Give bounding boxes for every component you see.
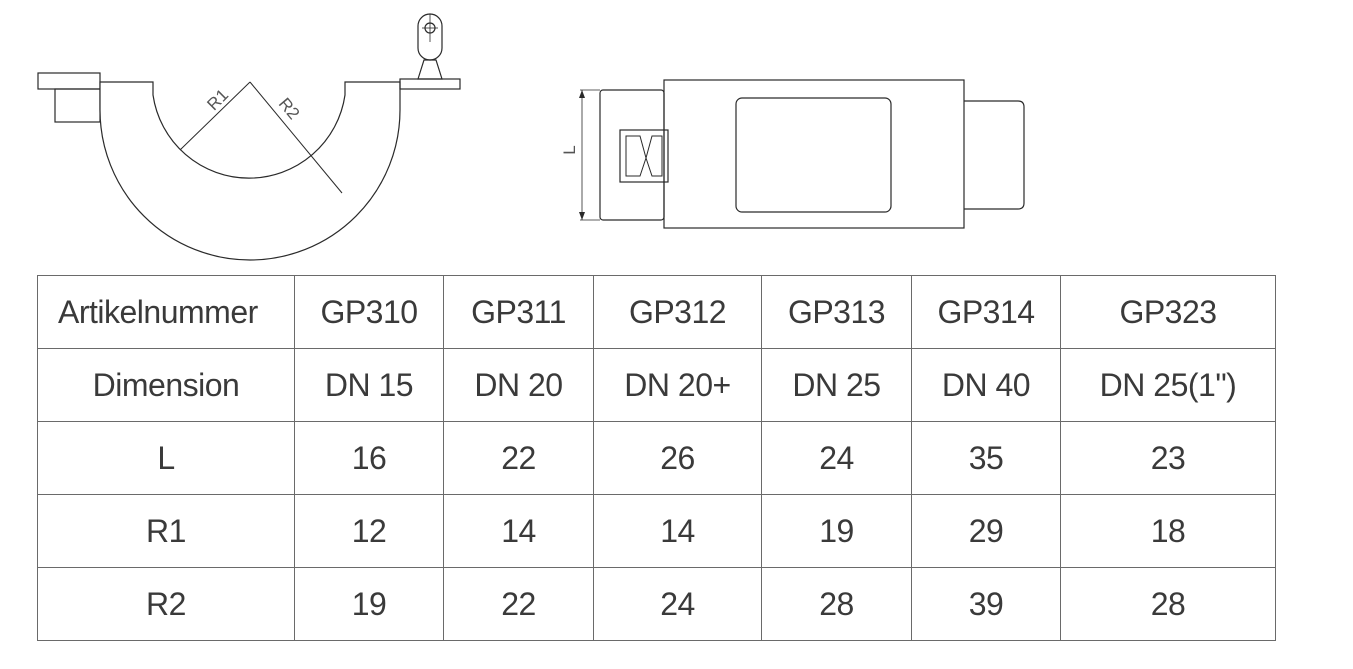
table-cell: 19: [761, 494, 912, 568]
row-label: R1: [37, 494, 295, 568]
header-cell: GP310: [294, 275, 444, 349]
table-cell: 39: [911, 567, 1061, 641]
table-cell: DN 20: [443, 348, 594, 422]
dimension-table: Artikelnummer GP310 GP311 GP312 GP313 GP…: [37, 275, 1276, 641]
right-flange: [399, 78, 461, 90]
table-cell: 28: [761, 567, 912, 641]
table-row: Dimension DN 15 DN 20 DN 20+ DN 25 DN 40…: [37, 348, 1276, 422]
table-cell: DN 25(1"): [1060, 348, 1276, 422]
table-cell: DN 25: [761, 348, 912, 422]
header-cell: GP323: [1060, 275, 1276, 349]
table-cell: 14: [443, 494, 594, 568]
end-block: [599, 89, 665, 221]
r1-label: R1: [203, 85, 232, 114]
table-cell: 28: [1060, 567, 1276, 641]
right-tab: [964, 100, 1025, 210]
r1-dimension-line: [179, 81, 251, 151]
table-cell: 22: [443, 421, 594, 495]
table-header-row: Artikelnummer GP310 GP311 GP312 GP313 GP…: [37, 275, 1276, 349]
side-view-drawing: [37, 13, 461, 261]
header-cell: GP312: [593, 275, 762, 349]
hinge-base: [417, 59, 443, 80]
r2-dimension-line: [249, 81, 343, 194]
table-cell: 26: [593, 421, 762, 495]
row-label: Dimension: [37, 348, 295, 422]
table-cell: 12: [294, 494, 444, 568]
table-cell: 18: [1060, 494, 1276, 568]
table-cell: 35: [911, 421, 1061, 495]
table-cell: DN 40: [911, 348, 1061, 422]
left-tab-lower: [54, 88, 101, 123]
header-cell: GP313: [761, 275, 912, 349]
row-label: L: [37, 421, 295, 495]
header-cell: GP311: [443, 275, 594, 349]
table-cell: DN 20+: [593, 348, 762, 422]
clamp-body-top: [663, 79, 965, 229]
label-plate: [735, 97, 892, 213]
table-cell: 24: [761, 421, 912, 495]
table-row: L 16 22 26 24 35 23: [37, 421, 1276, 495]
table-row: R2 19 22 24 28 39 28: [37, 567, 1276, 641]
r2-label: R2: [275, 94, 304, 123]
header-cell: Artikelnummer: [37, 275, 295, 349]
table-cell: DN 15: [294, 348, 444, 422]
table-cell: 19: [294, 567, 444, 641]
left-tab: [37, 72, 101, 90]
table-cell: 16: [294, 421, 444, 495]
top-view-drawing: [579, 79, 1025, 229]
technical-drawings: R1 R2 L: [37, 13, 1025, 261]
row-label: R2: [37, 567, 295, 641]
table-cell: 14: [593, 494, 762, 568]
l-label: L: [560, 145, 579, 154]
hinge-slot: [619, 129, 669, 183]
header-cell: GP314: [911, 275, 1061, 349]
table-row: R1 12 14 14 19 29 18: [37, 494, 1276, 568]
table-cell: 29: [911, 494, 1061, 568]
table-cell: 24: [593, 567, 762, 641]
table-cell: 22: [443, 567, 594, 641]
clamp-half-body: [99, 81, 401, 261]
table-cell: 23: [1060, 421, 1276, 495]
